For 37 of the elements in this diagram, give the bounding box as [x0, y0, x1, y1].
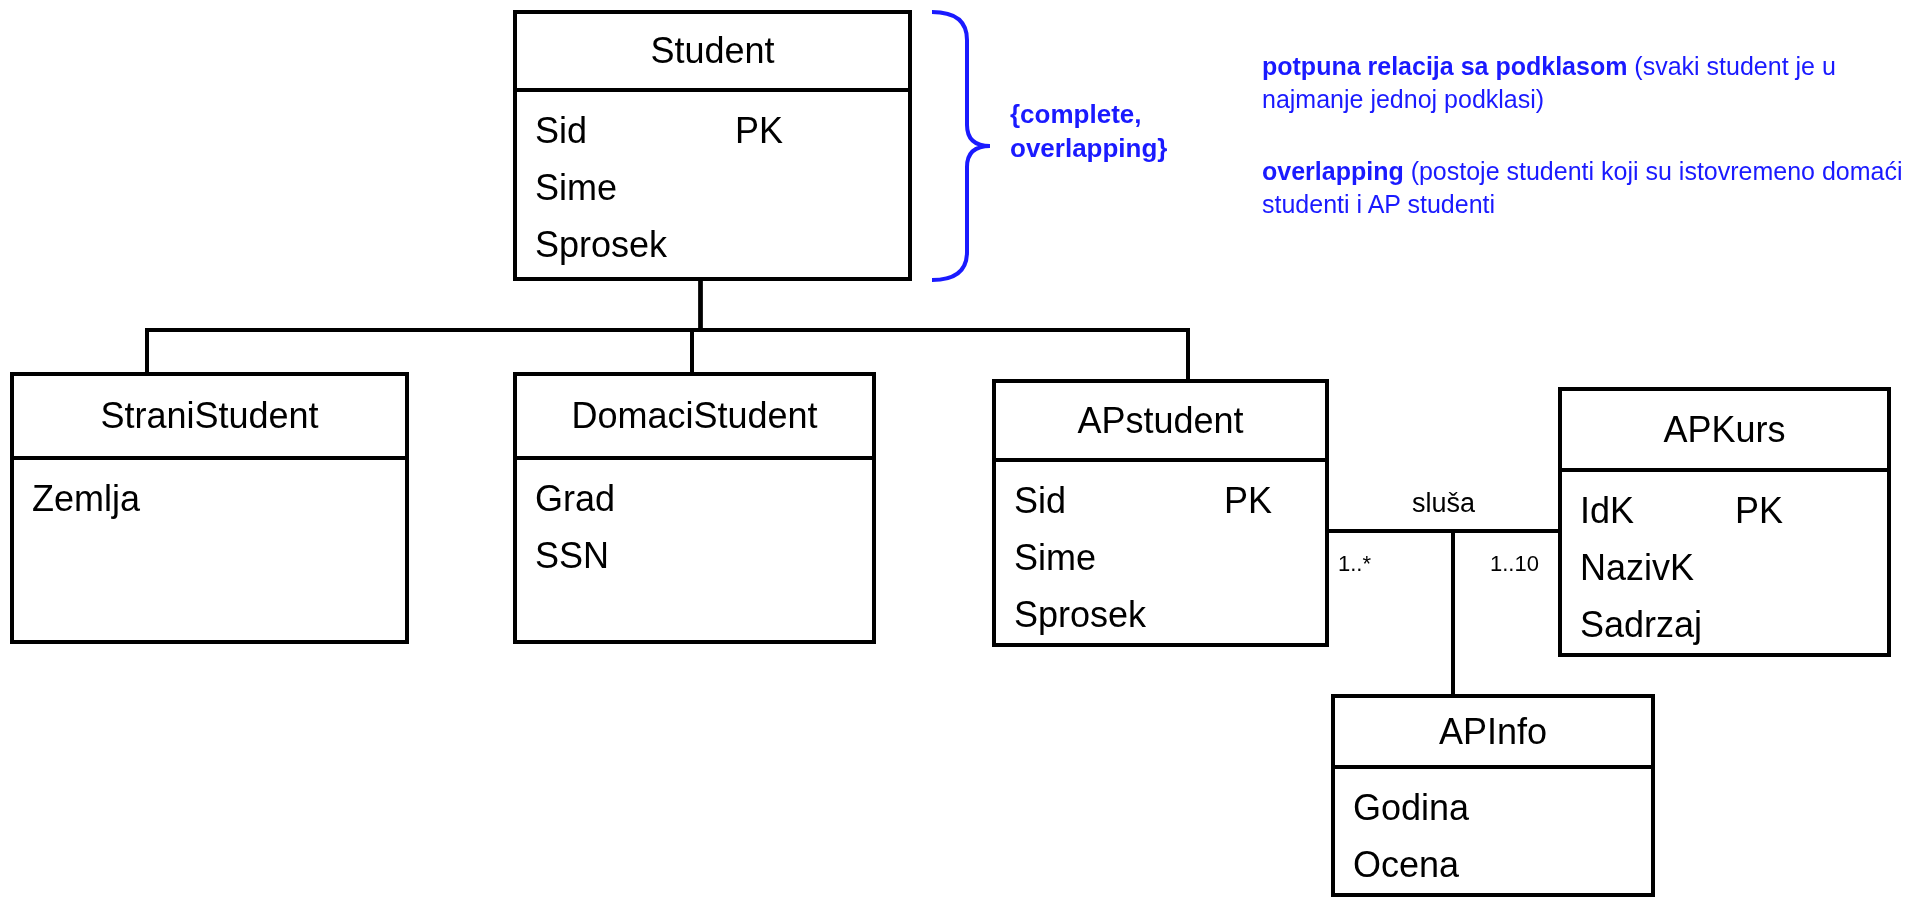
class-name: StraniStudent	[100, 395, 319, 437]
key-marker: PK	[1224, 479, 1273, 522]
note-text: overlapping (postoje studenti koji su istovremeno domaći studenti i AP studenti	[1262, 156, 1904, 220]
class-name: APKurs	[1663, 408, 1786, 451]
multiplicity-label: 1..10	[1490, 550, 1540, 578]
class-name: APInfo	[1438, 710, 1548, 753]
attribute-text: Godina	[1353, 786, 1470, 829]
attribute-text: IdK	[1580, 489, 1635, 532]
class-name: Student	[650, 30, 775, 72]
attribute-text: Ocena	[1353, 843, 1460, 886]
class-box	[1331, 694, 1655, 897]
attribute-text: Zemlja	[32, 477, 141, 520]
note-text: potpuna relacija sa podklasom (svaki student je u najmanje jednoj podklasi)	[1262, 51, 1837, 115]
attribute-text: Sprosek	[535, 223, 668, 266]
attribute-text: SSN	[535, 534, 610, 577]
attribute-text: Sid	[535, 109, 588, 152]
key-marker: PK	[735, 109, 784, 152]
class-box	[1558, 387, 1891, 657]
class-name: DomaciStudent	[571, 395, 818, 437]
class-box	[10, 372, 409, 644]
class-name: APstudent	[1077, 399, 1244, 442]
inheritance-line	[698, 281, 1190, 379]
attribute-text: Sprosek	[1014, 593, 1147, 636]
association-line	[1329, 529, 1558, 533]
attribute-text: Grad	[535, 477, 616, 520]
class-box	[513, 10, 912, 281]
multiplicity-label: 1..*	[1338, 550, 1373, 578]
constraint-text: {complete, overlapping}	[1010, 98, 1169, 165]
attribute-text: NazivK	[1580, 546, 1695, 589]
class-box	[513, 372, 876, 644]
attribute-text: Sime	[1014, 536, 1097, 579]
attribute-text: Sid	[1014, 479, 1067, 522]
attribute-text: Sadrzaj	[1580, 603, 1703, 646]
attribute-text: Sime	[535, 166, 618, 209]
class-box	[992, 379, 1329, 647]
key-marker: PK	[1735, 489, 1784, 532]
association-class-line	[1451, 531, 1455, 694]
